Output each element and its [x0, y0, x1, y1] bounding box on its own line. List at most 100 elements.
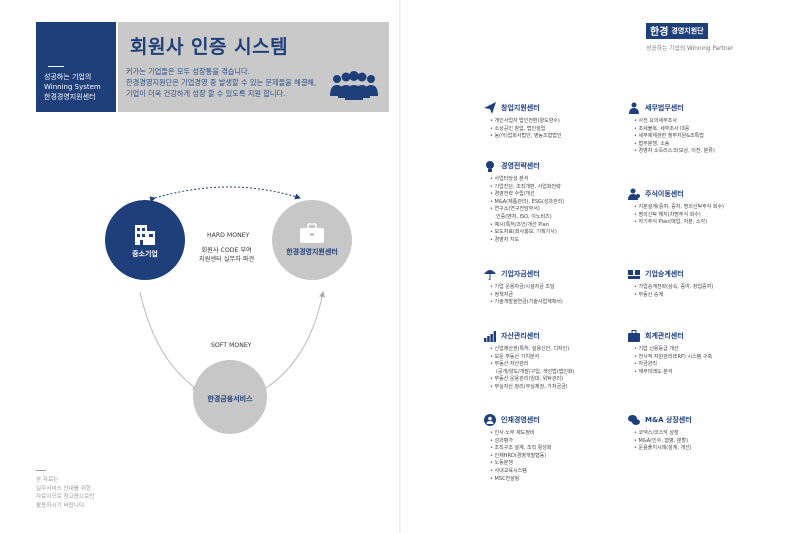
list-item: M&A(제품관리), ESG(성과관리) — [490, 199, 634, 207]
center-title: 자산관리센터 — [501, 332, 540, 340]
center-title: 주식이동센터 — [645, 190, 684, 198]
center-accounting: 회계관리센터 기업 신용등급 개선 전사적 자원관리(ERP) 시스템 구축 자… — [628, 330, 778, 376]
center-items: 기업 신용등급 개선 전사적 자원관리(ERP) 시스템 구축 자금관리 재무미… — [628, 346, 778, 376]
hard-money-label: HARD MONEY — [207, 232, 250, 239]
list-item: 소상공인 창업, 법인설립 — [490, 126, 634, 134]
center-items: 코넥스/코스닥 상장 M&A(인수, 합병, 분할) 운용플지시례(설계, 개선… — [628, 430, 778, 453]
list-item: 부동산 운용관리(임대, 위탁관리) — [490, 376, 634, 384]
list-item: 코넥스/코스닥 상장 — [634, 430, 778, 438]
footnote-rule — [36, 470, 46, 471]
center-tax-law: 세무법무센터 사전 요의세무조사 조세불복, 세무조사 대응 세무제재관련 정부… — [628, 102, 778, 156]
footnote-line-3: 자료이므로 참고용으로만 — [36, 494, 95, 500]
center-funding: 기업자금센터 기업 운용자금/시설자금 조달 정책자금 기술개발을연금(기술사업… — [484, 268, 634, 307]
desc-line-1: 커가는 기업들은 모두 성장통을 겪습니다. — [126, 67, 250, 76]
brand-logo: 한경 경영지원단 — [646, 22, 708, 39]
header-line-1: 성공하는 기업의 — [44, 73, 92, 81]
desc-line-3: 기업이 더욱 건강하게 성장 할 수 있도록 지원 합니다. — [126, 89, 286, 98]
center-title: M&A 상장센터 — [645, 416, 692, 424]
list-item: 명의신탁 해지(차명주식 회수) — [634, 212, 778, 220]
list-item: 정책자금 — [490, 292, 634, 300]
center-succession: 기업승계센터 가업승계전략(상속, 증여, 창업증여) 부동산 승계 — [628, 268, 778, 299]
list-item: 예시(특허/조언/개선 Plan — [490, 222, 634, 230]
list-item: 부동산 자산관리 — [490, 361, 634, 369]
list-item: 조직구조 설계, 조직 활성화 — [490, 445, 634, 453]
center-ma-listing: M&A 상장센터 코넥스/코스닥 상장 M&A(인수, 합병, 분할) 운용플지… — [628, 414, 778, 453]
list-item: 경영자 지도 — [490, 237, 634, 245]
list-item: M&A(인수, 합병, 분할) — [634, 438, 778, 446]
node-support-center-label: 한경경영지원센터 — [286, 248, 338, 256]
lawyer-icon — [629, 102, 639, 114]
list-item: 농(어)업회사법인, 영농조합법인 — [490, 133, 634, 141]
desc-line-2: 한경경영지원단은 기업경영 중 발생할 수 있는 문제들을 해결해, — [126, 78, 317, 87]
node-sme-label: 중소기업 — [132, 250, 158, 258]
list-item: 가업승계전략(상속, 증여, 창업증여) — [634, 284, 778, 292]
growth-chart-icon — [484, 331, 496, 342]
center-title: 인재경영센터 — [501, 416, 540, 424]
list-item: 성과평가 — [490, 438, 634, 446]
header-description: 커가는 기업들은 모두 성장통을 겪습니다. 한경경영지원단은 기업경영 중 발… — [126, 66, 326, 99]
center-items: 인사·노무 제도정비 성과평가 조직구조 설계, 조직 활성화 인재HRD(경영… — [484, 430, 634, 483]
list-item: 기업 운용자금/시설자금 조달 — [490, 284, 634, 292]
list-item: 경영자 소득리스크(보상, 이전, 분류) — [634, 148, 778, 156]
umbrella-icon — [484, 270, 496, 280]
list-item: 조세불복, 세무조사 대응 — [634, 126, 778, 134]
soft-money-label: SOFT MONEY — [211, 342, 252, 349]
center-assets: 자산관리센터 신업재산권(특허, 실용신안, 디자인) 보운 부동산 가치분석 … — [484, 330, 634, 392]
center-items: 지분설계(증여, 증자, 명의신탁주식 회수) 명의신탁 해지(차명주식 회수)… — [628, 204, 778, 227]
center-hr: 인재경영센터 인사·노무 제도정비 성과평가 조직구조 설계, 조직 활성화 인… — [484, 414, 634, 483]
list-item: 인증(벤처, ISO, 이노비즈) — [496, 213, 552, 220]
center-title: 회계관리센터 — [645, 332, 684, 340]
footnote-line-1: 본 자료는 — [36, 477, 59, 483]
brand-name: 경영지원단 — [671, 26, 704, 35]
center-shares: 주식이동센터 지분설계(증여, 증자, 명의신탁주식 회수) 명의신탁 해지(차… — [628, 188, 778, 227]
list-item: 인사·노무 제도정비 — [490, 430, 634, 438]
speech-bubbles-icon — [628, 415, 640, 425]
footnote-line-4: 활용하시기 바랍니다. — [36, 502, 86, 509]
list-item: 전사적 자원관리(ERP) 시스템 구축 — [634, 354, 778, 362]
list-item: MSC컨설팅 — [490, 476, 634, 484]
paper-plane-icon — [484, 102, 496, 114]
page-gutter — [399, 0, 401, 533]
header-blue-panel: 성공하는 기업의 Winning System 한경경영지원센터 — [36, 22, 116, 112]
people-icon — [484, 414, 496, 426]
center-title: 세무법무센터 — [645, 104, 684, 112]
brand-tagline: 성공하는 기업의 Winning Partner — [646, 46, 734, 52]
list-item: 개인사업자 법인전환(양도양수) — [490, 118, 634, 126]
list-item: 재무미래도 분석 — [634, 369, 778, 377]
center-strategy: 경영전략센터 사업타당성 분석 기업진단, 조직개편, 사업화전략 경영전략 수… — [484, 160, 634, 244]
list-item: 법무분쟁, 소송 — [634, 141, 778, 149]
lightbulb-icon — [486, 161, 494, 172]
list-item: 운용플지시례(설계, 개선) — [634, 445, 778, 453]
list-item: 연구소(연구전담부서) — [490, 206, 634, 214]
list-item: 사내교육시스템 — [490, 468, 634, 476]
list-item: (공개/양도/개발/구입, 개인법(법인화) — [496, 368, 575, 375]
header-blue-text: 성공하는 기업의 Winning System 한경경영지원센터 — [44, 72, 114, 102]
footnote: 본 자료는 실무서비스 안내를 위한 자료이므로 참고용으로만 활용하시기 바랍… — [36, 476, 116, 510]
center-title: 창업지원센터 — [501, 104, 540, 112]
header-line-3: 한경경영지원센터 — [44, 93, 96, 101]
cycle-diagram: 중소기업 한경경영지원센터 한경금융서비스 HARD MONEY 회원사 COD… — [95, 180, 395, 440]
list-item: 노동분쟁 — [490, 460, 634, 468]
list-item: 인재HRD(경영개발협동) — [490, 453, 634, 461]
list-item: 사전 요의세무조사 — [634, 118, 778, 126]
list-item: 기술개발을연금(기술사업계획서) — [490, 299, 634, 307]
hard-money-detail: 회원사 CODE 부여 지원센터 실무자 파견 — [199, 246, 254, 264]
header-gray-panel: 회원사 인증 시스템 커가는 기업들은 모두 성장통을 겪습니다. 한경경영지원… — [118, 22, 389, 112]
briefcase-icon — [300, 223, 324, 243]
node-sme: 중소기업 — [105, 200, 185, 280]
list-item: 보도자료(회사홍보, 기획기사) — [490, 229, 634, 237]
center-items: 개인사업자 법인전환(양도양수) 소상공인 창업, 법인설립 농(어)업회사법인… — [484, 118, 634, 141]
center-items: 기업 운용자금/시설자금 조달 정책자금 기술개발을연금(기술사업계획서) — [484, 284, 634, 307]
people-group-icon — [330, 71, 378, 100]
brand-block: 한경 경영지원단 성공하는 기업의 Winning Partner — [646, 20, 772, 52]
building-icon — [135, 225, 155, 245]
center-items: 신업재산권(특허, 실용신안, 디자인) 보운 부동산 가치분석 부동산 자산관… — [484, 346, 634, 392]
diagram-arrows — [139, 186, 326, 391]
center-items: 가업승계전략(상속, 증여, 창업증여) 부동산 승계 — [628, 284, 778, 299]
center-title: 경영전략센터 — [501, 162, 540, 170]
center-title: 기업자금센터 — [501, 270, 540, 278]
investor-icon — [628, 188, 640, 200]
list-item: 보운 부동산 가치분석 — [490, 354, 634, 362]
briefcase-icon — [628, 330, 640, 342]
